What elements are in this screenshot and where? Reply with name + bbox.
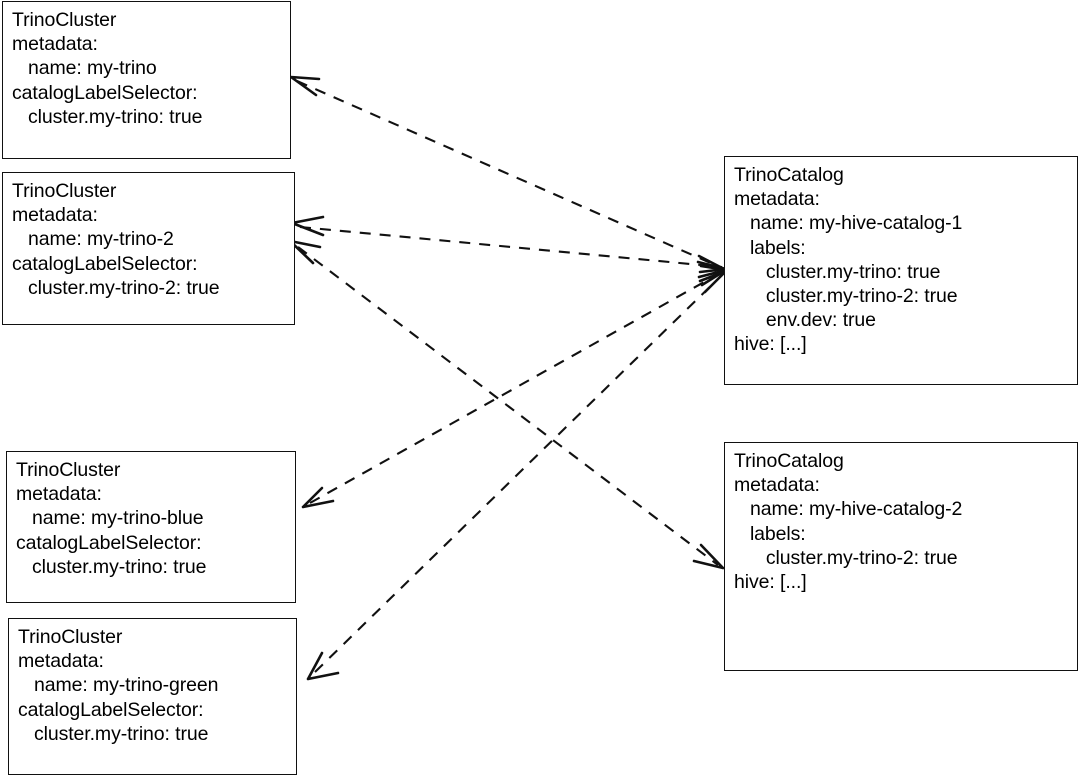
node-line: catalogLabelSelector: [12, 252, 198, 275]
edge-my-trino-to-catalog-1 [289, 75, 728, 272]
arrowhead-left [306, 651, 340, 681]
edge-my-trino-2-to-catalog-1 [290, 215, 728, 274]
node-line: metadata: [734, 188, 820, 211]
arrowhead-left [301, 486, 335, 509]
node-line: name: my-trino-2 [12, 228, 174, 251]
node-trinocluster-my-trino-2[interactable]: TrinoCluster metadata: name: my-trino-2 … [2, 172, 295, 325]
edge-line [314, 274, 723, 673]
edge-line [297, 246, 719, 566]
node-line: cluster.my-trino: true [16, 555, 207, 578]
node-line: cluster.my-trino: true [734, 260, 941, 283]
node-line: env.dev: true [734, 309, 876, 332]
arrowhead-right [697, 268, 728, 287]
node-trinocatalog-my-hive-catalog-2[interactable]: TrinoCatalog metadata: name: my-hive-cat… [724, 442, 1078, 671]
node-line: cluster.my-trino: true [12, 105, 203, 128]
node-line: cluster.my-trino-2: true [12, 276, 220, 299]
node-line: name: my-trino [12, 57, 157, 80]
node-line: TrinoCatalog [734, 450, 844, 472]
edge-line [309, 271, 723, 504]
node-line: metadata: [734, 474, 820, 497]
edge-my-trino-green-to-catalog-1 [306, 269, 728, 681]
node-line: TrinoCatalog [734, 164, 844, 186]
node-line: labels: [734, 522, 806, 545]
node-line: hive: [...] [734, 571, 807, 594]
node-line: labels: [734, 236, 806, 259]
edge-my-trino-2-to-catalog-2 [288, 239, 725, 570]
node-trinocluster-my-trino-green[interactable]: TrinoCluster metadata: name: my-trino-gr… [8, 618, 297, 775]
node-line: TrinoCluster [18, 626, 123, 648]
node-line: TrinoCluster [12, 9, 117, 31]
node-line: TrinoCluster [16, 459, 121, 481]
node-line: TrinoCluster [12, 180, 117, 202]
edge-line [299, 225, 723, 269]
node-line: name: my-hive-catalog-2 [734, 498, 963, 521]
arrowhead-left [290, 215, 325, 237]
node-line: cluster.my-trino: true [18, 722, 209, 745]
node-line: cluster.my-trino-2: true [734, 285, 958, 308]
edge-my-trino-blue-to-catalog-1 [301, 268, 728, 509]
node-trinocatalog-my-hive-catalog-1[interactable]: TrinoCatalog metadata: name: my-hive-cat… [724, 156, 1078, 385]
node-line: catalogLabelSelector: [12, 81, 198, 104]
node-line: name: my-trino-green [18, 674, 219, 697]
node-line: name: my-trino-blue [16, 507, 204, 530]
node-line: metadata: [16, 483, 102, 506]
node-line: name: my-hive-catalog-1 [734, 212, 963, 235]
node-line: cluster.my-trino-2: true [734, 546, 958, 569]
node-line: catalogLabelSelector: [18, 698, 204, 721]
node-line: hive: [...] [734, 333, 807, 356]
arrowhead-right [696, 260, 728, 274]
node-line: metadata: [12, 33, 98, 56]
arrowhead-right [698, 269, 728, 294]
edge-line [296, 80, 723, 269]
node-line: catalogLabelSelector: [16, 531, 202, 554]
arrowhead-right [697, 254, 728, 272]
arrowhead-left [289, 75, 321, 97]
node-line: metadata: [18, 650, 104, 673]
node-trinocluster-my-trino[interactable]: TrinoCluster metadata: name: my-trino ca… [2, 1, 291, 159]
node-line: metadata: [12, 204, 98, 227]
node-trinocluster-my-trino-blue[interactable]: TrinoCluster metadata: name: my-trino-bl… [6, 451, 296, 603]
arrowhead-right [692, 543, 725, 570]
